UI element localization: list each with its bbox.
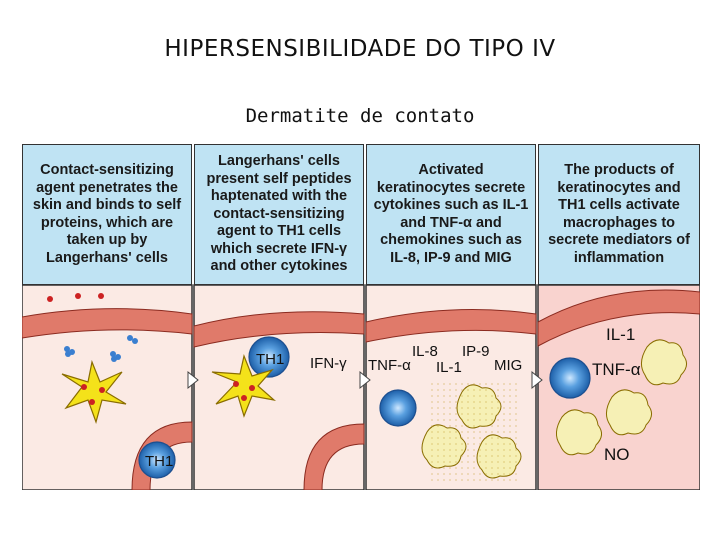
th1-label-2: TH1	[256, 351, 284, 368]
il1-label-4: IL-1	[606, 325, 635, 344]
panel-2-text: Langerhans' cells present self peptides …	[206, 153, 352, 275]
step-arrows	[187, 370, 543, 390]
tnf-alpha-label-4: TNF-α	[592, 360, 641, 379]
il8-label: IL-8	[412, 343, 438, 360]
figure-illustration: TH1 TH1 IFN-γ IL-8 IP-9 TNF-α IL-1 MIG	[22, 284, 700, 490]
no-label: NO	[604, 445, 630, 464]
ifn-gamma-label: IFN-γ	[310, 355, 347, 372]
ip9-label: IP-9	[462, 343, 490, 360]
macrophages-panel-4	[556, 339, 687, 456]
panel-4-text: The products of keratinocytes and TH1 ce…	[548, 162, 690, 266]
keratinocyte-layer-4	[537, 289, 700, 347]
langerhans-cell-2	[211, 353, 277, 418]
th1-cell-3	[379, 389, 417, 427]
mig-label: MIG	[494, 357, 522, 374]
page-title: HIPERSENSIBILIDADE DO TIPO IV	[164, 36, 556, 62]
keratinocyte-layer-3	[365, 309, 537, 343]
langerhans-cell-1	[61, 359, 127, 424]
macrophages-panel-3	[421, 382, 522, 482]
th1-label-1: TH1	[145, 453, 173, 470]
blood-vessel-2	[303, 423, 365, 490]
panel-1-description: Contact-sensitizing agent penetrates the…	[22, 144, 192, 285]
page-subtitle: Dermatite de contato	[245, 105, 475, 127]
antigen-particles	[47, 293, 104, 302]
th1-cell-4	[549, 357, 591, 399]
self-protein-clusters	[64, 335, 138, 362]
tnf-alpha-label-3: TNF-α	[368, 357, 411, 374]
keratinocyte-layer-1	[22, 308, 193, 339]
panel-3-text: Activated keratinocytes secrete cytokine…	[373, 162, 529, 266]
panel-4-description: The products of keratinocytes and TH1 ce…	[538, 144, 700, 285]
panel-2-description: Langerhans' cells present self peptides …	[194, 144, 364, 285]
th1-cell-2: TH1	[248, 336, 290, 378]
panel-3-description: Activated keratinocytes secrete cytokine…	[366, 144, 536, 285]
contact-dermatitis-figure: TH1 TH1 IFN-γ IL-8 IP-9 TNF-α IL-1 MIG	[22, 142, 700, 490]
keratinocyte-layer-2	[193, 311, 365, 348]
il1-label-3: IL-1	[436, 359, 462, 376]
panel-1-text: Contact-sensitizing agent penetrates the…	[32, 162, 182, 266]
th1-cell-1: TH1	[138, 441, 176, 479]
